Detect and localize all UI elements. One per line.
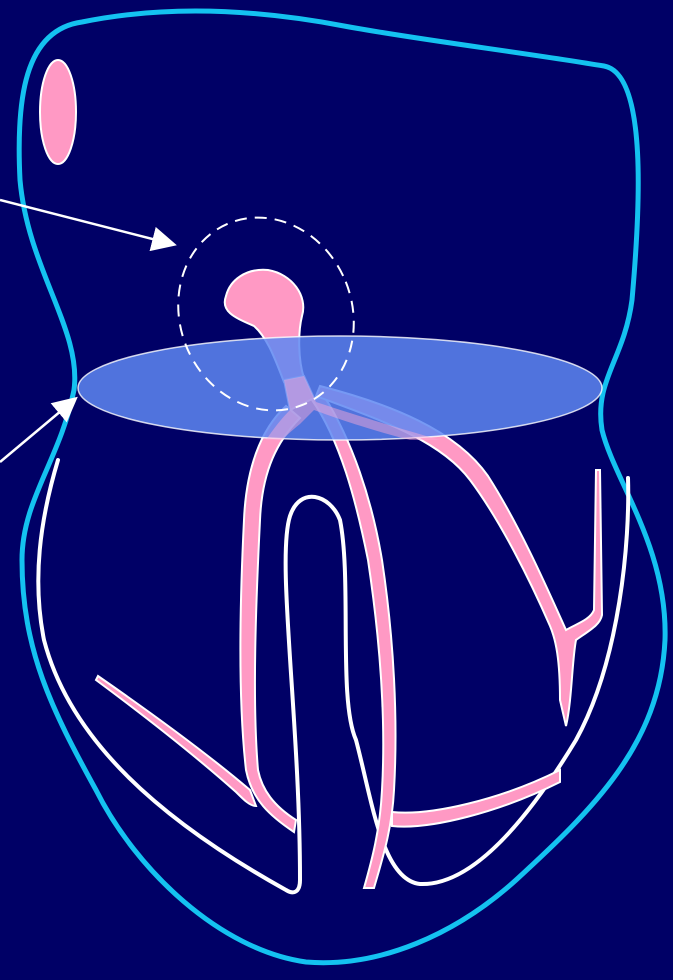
transverse-plane: [78, 336, 602, 440]
upper-left-oval: [40, 60, 76, 164]
